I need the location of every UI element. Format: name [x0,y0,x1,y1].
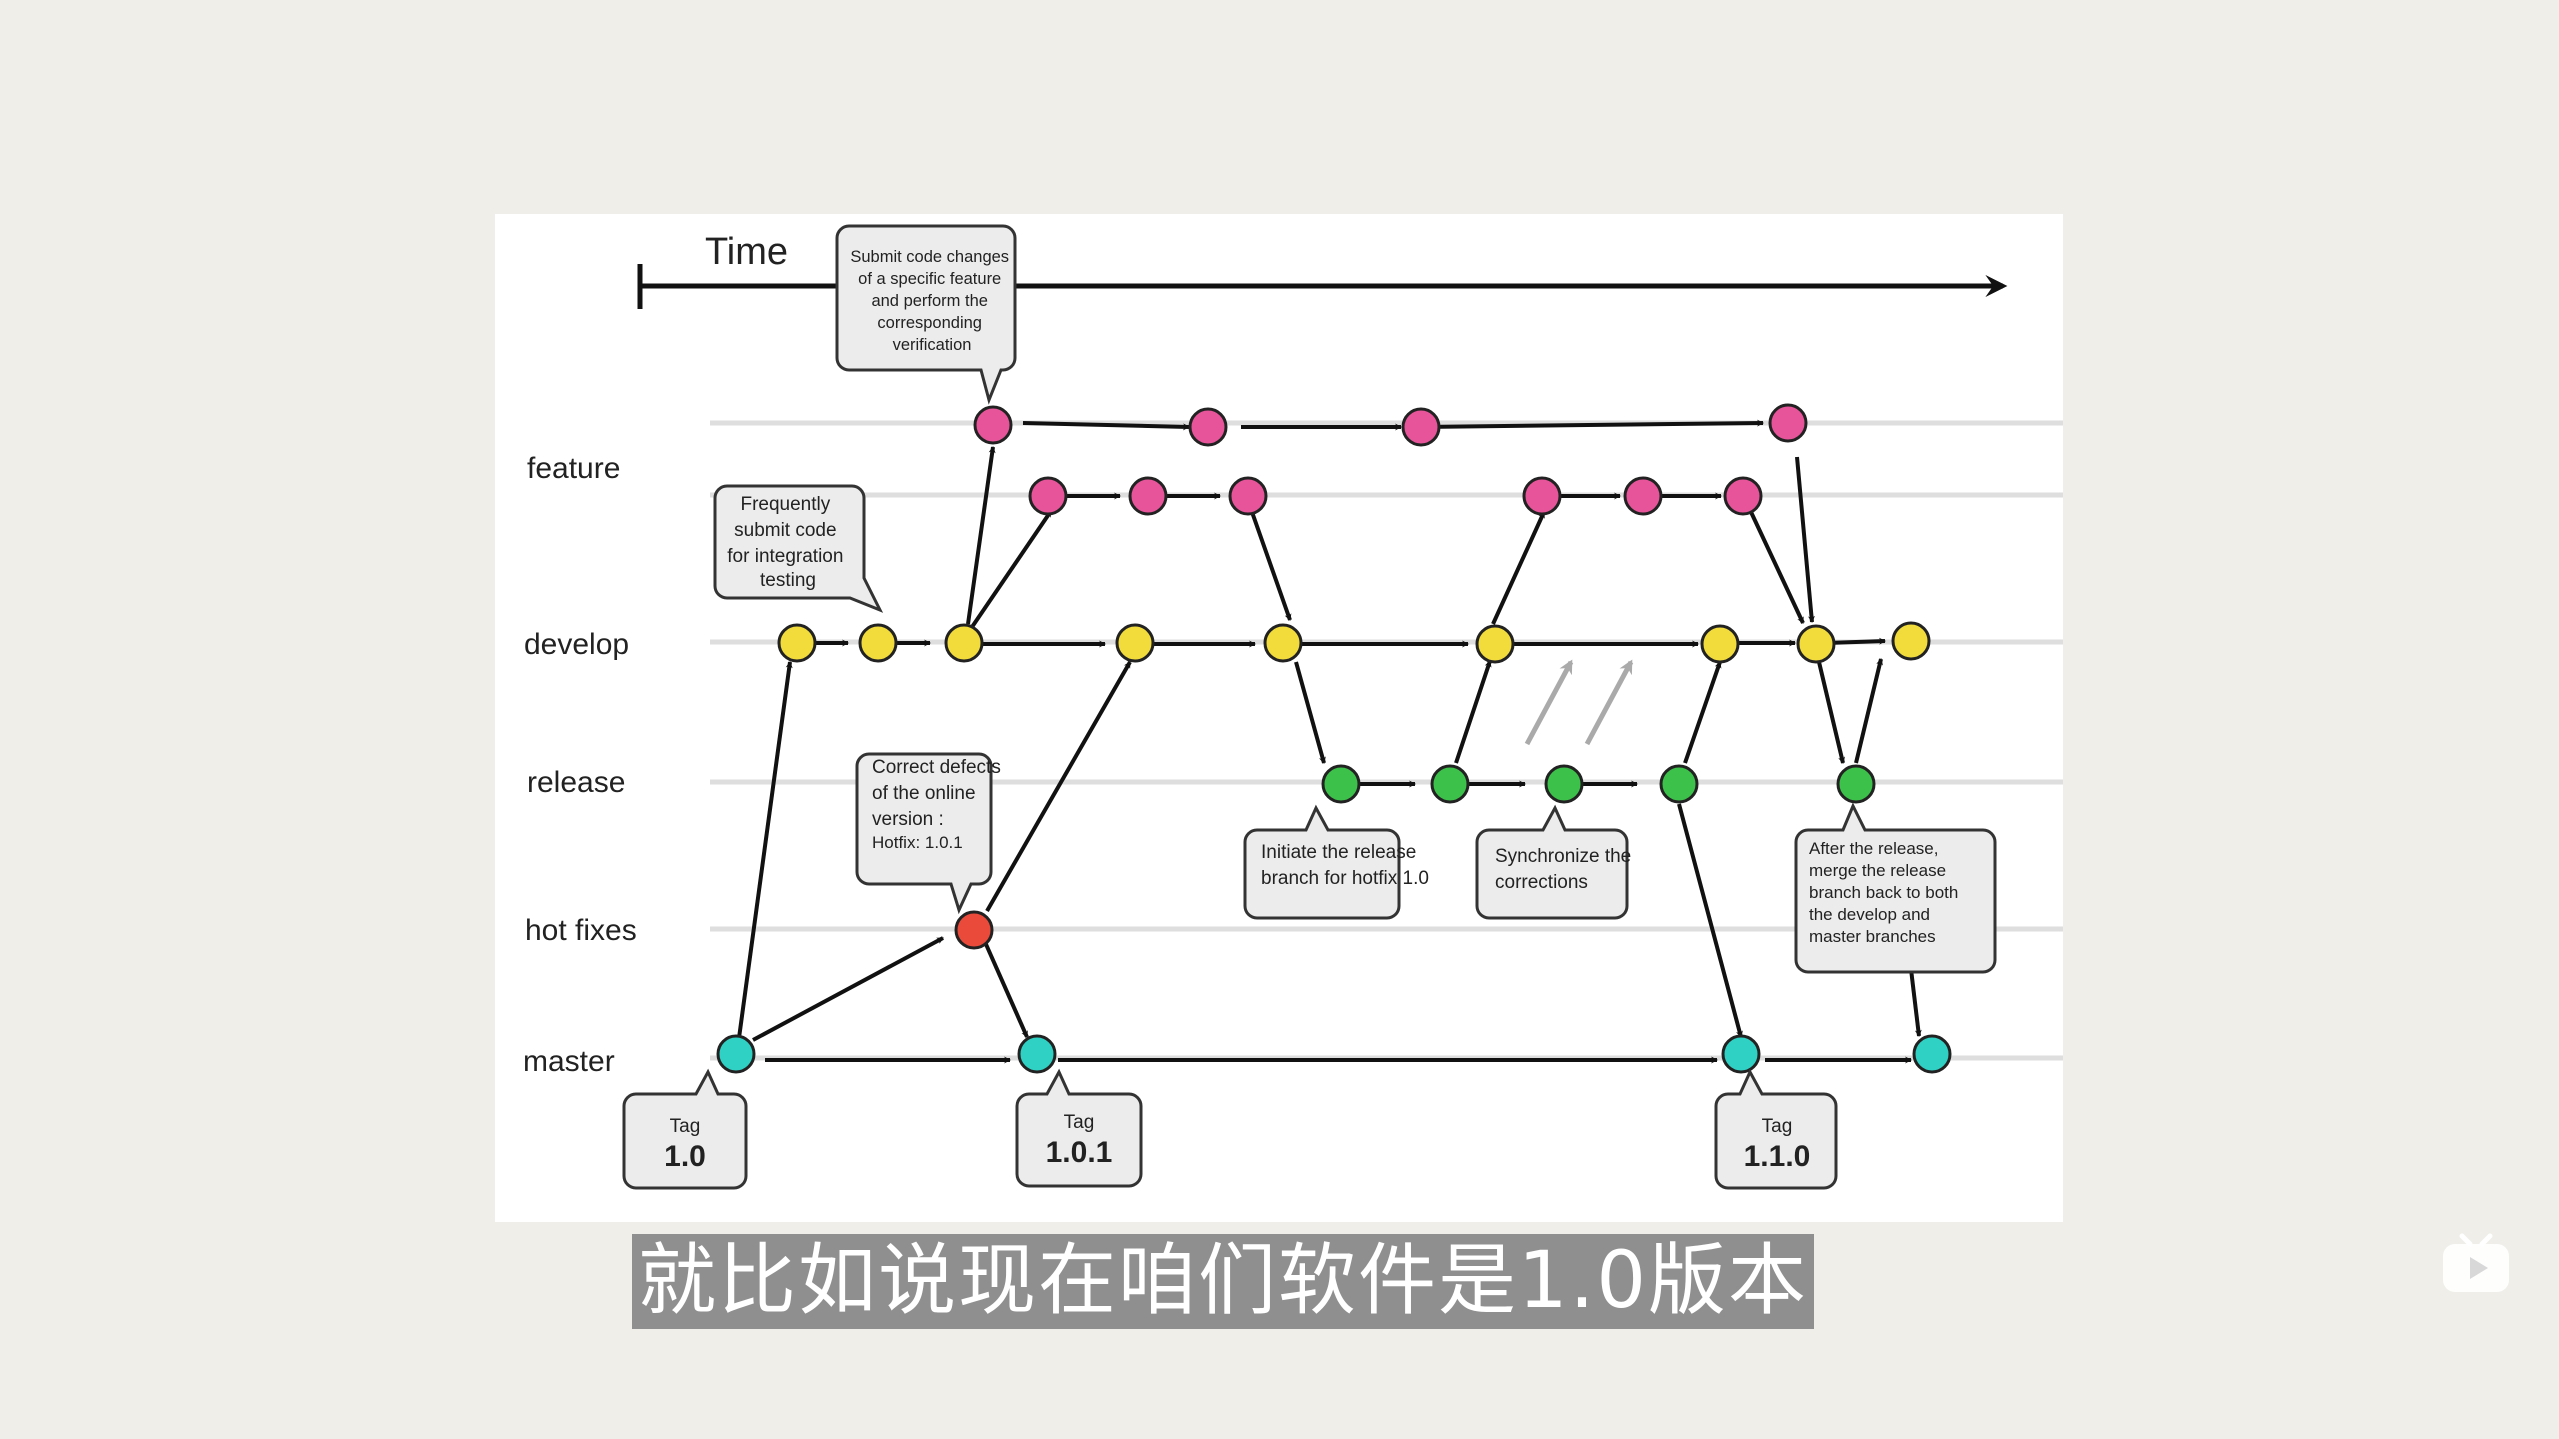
callout-release-after-bubble [1794,802,1997,974]
edge-feature-b-merge [1749,511,1805,624]
video-subtitle: 就比如说现在咱们软件是1.0版本 [632,1234,1815,1329]
commit-feature-a-1 [1028,476,1068,516]
sync-arrow-2 [1584,659,1634,746]
commit-feature-b-3 [1723,476,1763,516]
tag-1-1-0-label: Tag [1762,1116,1793,1137]
tag-1-0-version: 1.0 [664,1140,706,1173]
diagram-canvas: Time feature develop release hot fixes m… [523,224,2063,1190]
gitflow-diagram: Time feature develop release hot fixes m… [495,214,2063,1222]
sync-arrow-1 [1524,659,1574,746]
commit-feature-top-4 [1768,403,1808,443]
commit-connections [737,419,1922,1064]
commit-feature-top-3 [1401,407,1441,447]
tag-1-0-label: Tag [670,1116,701,1137]
callout-feature-submit-text: Submit code changes of a specific featur… [850,248,1013,354]
commit-release-1 [1321,764,1361,804]
tag-1-0: Tag 1.0 [622,1068,748,1190]
commit-feature-top-2 [1188,407,1228,447]
tv-play-icon [2443,1233,2509,1292]
callouts: Submit code changes of a specific featur… [713,224,1997,974]
commit-feature-b-1 [1522,476,1562,516]
edge-master-to-develop [737,660,793,1039]
edge-develop-to-feature-b [1491,511,1546,625]
edge-feature-top-1 [1022,421,1191,431]
tag-1-1-0-version: 1.1.0 [1744,1140,1811,1173]
commit-develop-8 [1796,624,1836,664]
callout-feature-submit-bubble [835,224,1017,405]
lane-labels: feature develop release hot fixes master [523,452,637,1078]
callout-release-after: After the release, merge the release bra… [1794,802,1997,974]
tag-1-0-1: Tag 1.0.1 [1015,1068,1143,1188]
callout-develop-frequent-bubble [713,484,884,613]
tag-1-0-1-version: 1.0.1 [1046,1136,1113,1169]
callout-release-initiate-bubble [1243,804,1401,920]
edge-hotfix-to-develop [985,661,1132,912]
commit-master-1 [716,1034,756,1074]
callout-release-after-text: After the release, merge the release bra… [1809,839,1963,946]
lane-label-release: release [527,766,625,799]
callout-develop-frequent-text: Frequently submit code for integration t… [727,494,848,591]
callout-feature-submit: Submit code changes of a specific featur… [835,224,1017,405]
commit-master-3 [1721,1034,1761,1074]
commit-feature-a-3 [1228,476,1268,516]
edge-feature-a-merge [1250,511,1292,621]
lane-label-master: master [523,1045,615,1078]
callout-release-sync-text: Synchronize the corrections [1495,846,1637,893]
edge-release-to-master [1677,803,1743,1039]
tag-1-0-bubble [622,1068,748,1190]
time-axis-label: Time [705,231,788,273]
commit-develop-5 [1263,623,1303,663]
commit-release-2 [1430,764,1470,804]
edge-release-to-develop-1 [1454,660,1492,764]
commit-develop-2 [858,623,898,663]
edge-hotfix-to-master [983,941,1029,1038]
commit-develop-3 [944,623,984,663]
edge-develop-to-feature-top [966,445,996,625]
edge-develop-8 [1826,637,1887,645]
tag-1-0-1-label: Tag [1064,1112,1095,1133]
video-player-icon[interactable] [2440,1232,2512,1296]
callout-release-initiate: Initiate the release branch for hotfix 1… [1243,804,1429,920]
lane-label-develop: develop [524,628,629,661]
callout-develop-frequent: Frequently submit code for integration t… [713,484,884,613]
edge-release-to-develop-3 [1854,657,1884,764]
tag-1-1-0: Tag 1.1.0 [1714,1068,1838,1190]
commit-master-4 [1912,1034,1952,1074]
commit-release-3 [1544,764,1584,804]
edge-develop-to-release-2 [1817,661,1846,765]
callout-hotfix-correct-text: Correct defects of the online version : … [872,757,1006,852]
commit-nodes [716,403,1952,1074]
edge-develop-to-release [1294,661,1326,765]
edge-feature-top-3 [1420,419,1765,429]
commit-develop-6 [1475,624,1515,664]
callout-release-sync: Synchronize the corrections [1475,804,1637,920]
edge-feature-top-merge [1795,456,1815,624]
lane-label-feature: feature [527,452,620,485]
callout-release-sync-bubble [1475,804,1629,920]
commit-hotfix-1 [954,910,994,950]
commit-develop-4 [1115,623,1155,663]
callout-release-initiate-text: Initiate the release branch for hotfix 1… [1261,842,1429,889]
edge-develop-to-feature-a [970,509,1053,629]
commit-release-4 [1659,764,1699,804]
commit-release-5 [1836,764,1876,804]
edge-release-to-develop-2 [1683,661,1722,764]
tag-1-1-0-bubble [1714,1068,1838,1190]
commit-master-2 [1017,1034,1057,1074]
commit-develop-9 [1891,621,1931,661]
edge-master-to-hotfix [752,936,944,1042]
tag-1-0-1-bubble [1015,1068,1143,1188]
commit-feature-a-2 [1128,476,1168,516]
commit-feature-top-1 [973,405,1013,445]
callout-hotfix-correct: Correct defects of the online version : … [855,752,1006,915]
release-tags: Tag 1.0 Tag 1.0.1 Tag 1.1.0 [622,1068,1838,1190]
callout-hotfix-correct-bubble [855,752,993,915]
commit-develop-1 [777,623,817,663]
sync-arrows [1524,659,1634,746]
lane-label-hotfixes: hot fixes [525,914,637,947]
commit-develop-7 [1700,624,1740,664]
commit-feature-b-2 [1623,476,1663,516]
